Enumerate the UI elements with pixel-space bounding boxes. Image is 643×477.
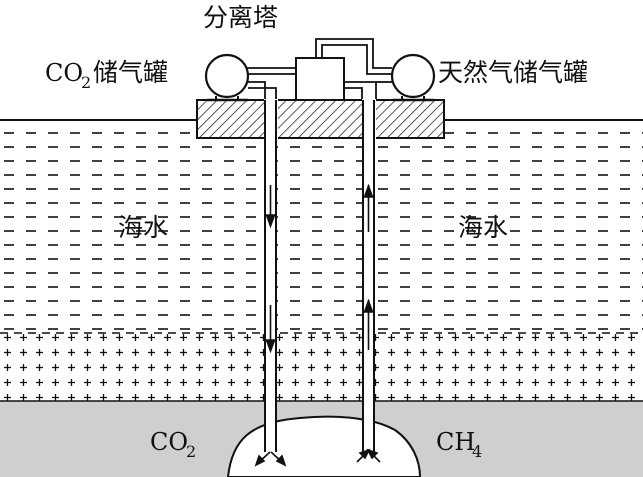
down-arrow-icon <box>265 185 276 354</box>
separation-tower <box>295 57 345 101</box>
up-arrow-icon <box>363 183 374 350</box>
bottom-ch4-formula: CH <box>436 428 475 456</box>
co2-tank-suffix: 储气罐 <box>93 58 168 87</box>
seawater-layer <box>0 119 643 332</box>
co2-injection-well <box>264 100 277 452</box>
bottom-co2-label: CO 2 <box>150 428 196 461</box>
seawater-label-left: 海水 <box>118 213 168 242</box>
co2-tank-formula: CO <box>45 59 83 87</box>
bottom-ch4-label: CH 4 <box>436 428 482 461</box>
co2-tank-subscript: 2 <box>81 73 91 92</box>
co2-tank-label: CO 2 储气罐 <box>45 58 168 92</box>
co2-injection-arrows <box>254 451 287 467</box>
bottom-co2-subscript: 2 <box>186 442 196 461</box>
bottom-co2-formula: CO <box>150 428 188 456</box>
surface-piping <box>247 38 392 99</box>
natural-gas-tank-label: 天然气储气罐 <box>438 58 588 87</box>
ch4-intake-arrows <box>356 448 381 463</box>
natural-gas-storage-tank-icon <box>390 53 436 102</box>
seawater-label-right: 海水 <box>458 213 508 242</box>
sediment-layer <box>0 332 643 401</box>
platform <box>196 99 445 139</box>
co2-storage-tank-icon <box>204 53 250 102</box>
bottom-ch4-subscript: 4 <box>472 442 482 461</box>
ch4-production-well <box>362 100 375 452</box>
separation-tower-label: 分离塔 <box>203 3 278 32</box>
